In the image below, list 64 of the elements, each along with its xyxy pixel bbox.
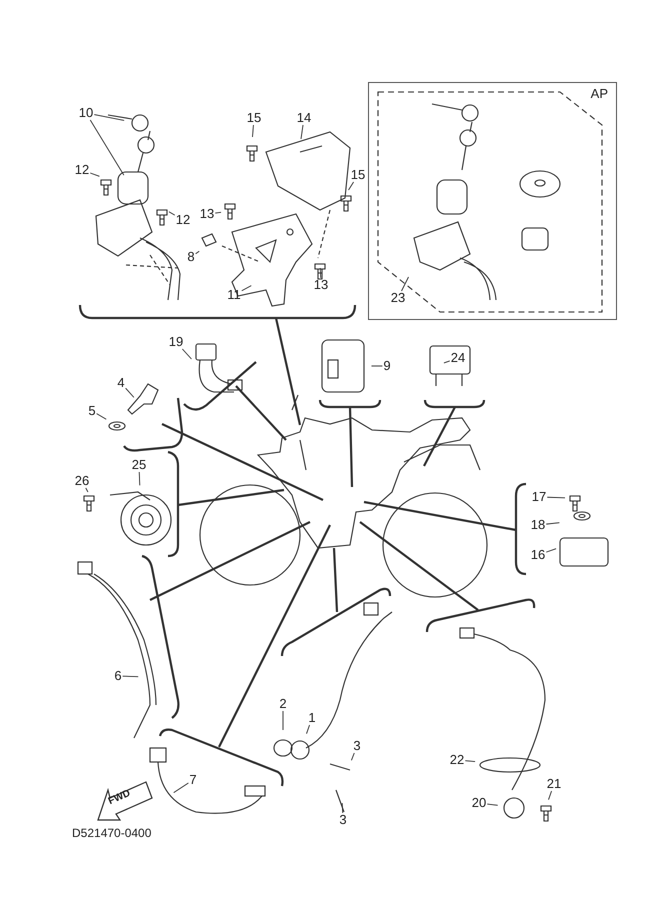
leader-line: [182, 348, 192, 360]
callout-number: 8: [186, 250, 196, 264]
leader-line: [214, 212, 222, 214]
callout-number: 3: [352, 739, 362, 753]
leader-line: [282, 710, 284, 730]
leader-line: [94, 114, 125, 121]
callout-number: 17: [530, 490, 548, 504]
leader-line: [173, 782, 189, 794]
leader-line: [342, 802, 344, 814]
leader-line: [138, 472, 140, 486]
callout-number: 13: [198, 207, 216, 221]
callout-number: 1: [307, 711, 317, 725]
callout-number: 13: [312, 278, 330, 292]
callout-number: 15: [350, 168, 366, 182]
direction-label: FWD: [106, 788, 132, 808]
leader-line: [168, 211, 176, 216]
leader-line: [401, 276, 409, 292]
callout-number: 18: [530, 518, 546, 532]
leader-line: [486, 804, 498, 806]
callout-number: 12: [174, 213, 192, 227]
leader-line: [252, 124, 254, 138]
leader-line: [90, 120, 124, 176]
callout-number: 6: [113, 669, 123, 683]
leader-line: [320, 268, 322, 278]
leader-line: [96, 413, 107, 420]
leader-line: [306, 724, 310, 734]
leader-line: [464, 760, 476, 762]
callout-number: 4: [116, 376, 126, 390]
drawing-number: D521470-0400: [72, 826, 152, 840]
leader-line: [85, 488, 88, 492]
callout-number: 21: [546, 777, 562, 791]
callout-number: 5: [87, 404, 97, 418]
callout-number: 10: [78, 106, 94, 120]
callout-number: 9: [382, 359, 392, 373]
leader-line: [546, 548, 557, 553]
callout-number: 2: [278, 697, 288, 711]
leader-line: [125, 388, 134, 398]
leader-line: [195, 250, 200, 254]
kit-frame: [368, 82, 617, 320]
leader-line: [546, 522, 560, 525]
callout-number: 19: [168, 335, 184, 349]
callout-number: 7: [188, 773, 198, 787]
leader-line: [90, 172, 100, 177]
kit-label: AP: [590, 87, 608, 101]
callout-number: 24: [450, 351, 466, 365]
callout-number: 12: [74, 163, 90, 177]
leader-line: [300, 124, 304, 140]
callout-number: 22: [448, 753, 466, 767]
leader-line: [546, 496, 566, 498]
callout-number: 25: [130, 458, 148, 472]
callout-number: 23: [390, 291, 406, 305]
leader-line: [122, 676, 139, 678]
leader-line: [241, 285, 252, 292]
callout-number: 26: [74, 474, 90, 488]
leader-line: [548, 790, 552, 800]
callout-number: 20: [470, 796, 488, 810]
leader-line: [348, 182, 354, 190]
callout-number: 3: [338, 813, 348, 827]
leader-line: [443, 360, 450, 364]
callout-number: 14: [296, 111, 312, 125]
leader-line: [350, 752, 355, 761]
callout-number: 11: [226, 288, 242, 302]
callout-number: 15: [246, 111, 262, 125]
callout-number: 16: [530, 548, 546, 562]
